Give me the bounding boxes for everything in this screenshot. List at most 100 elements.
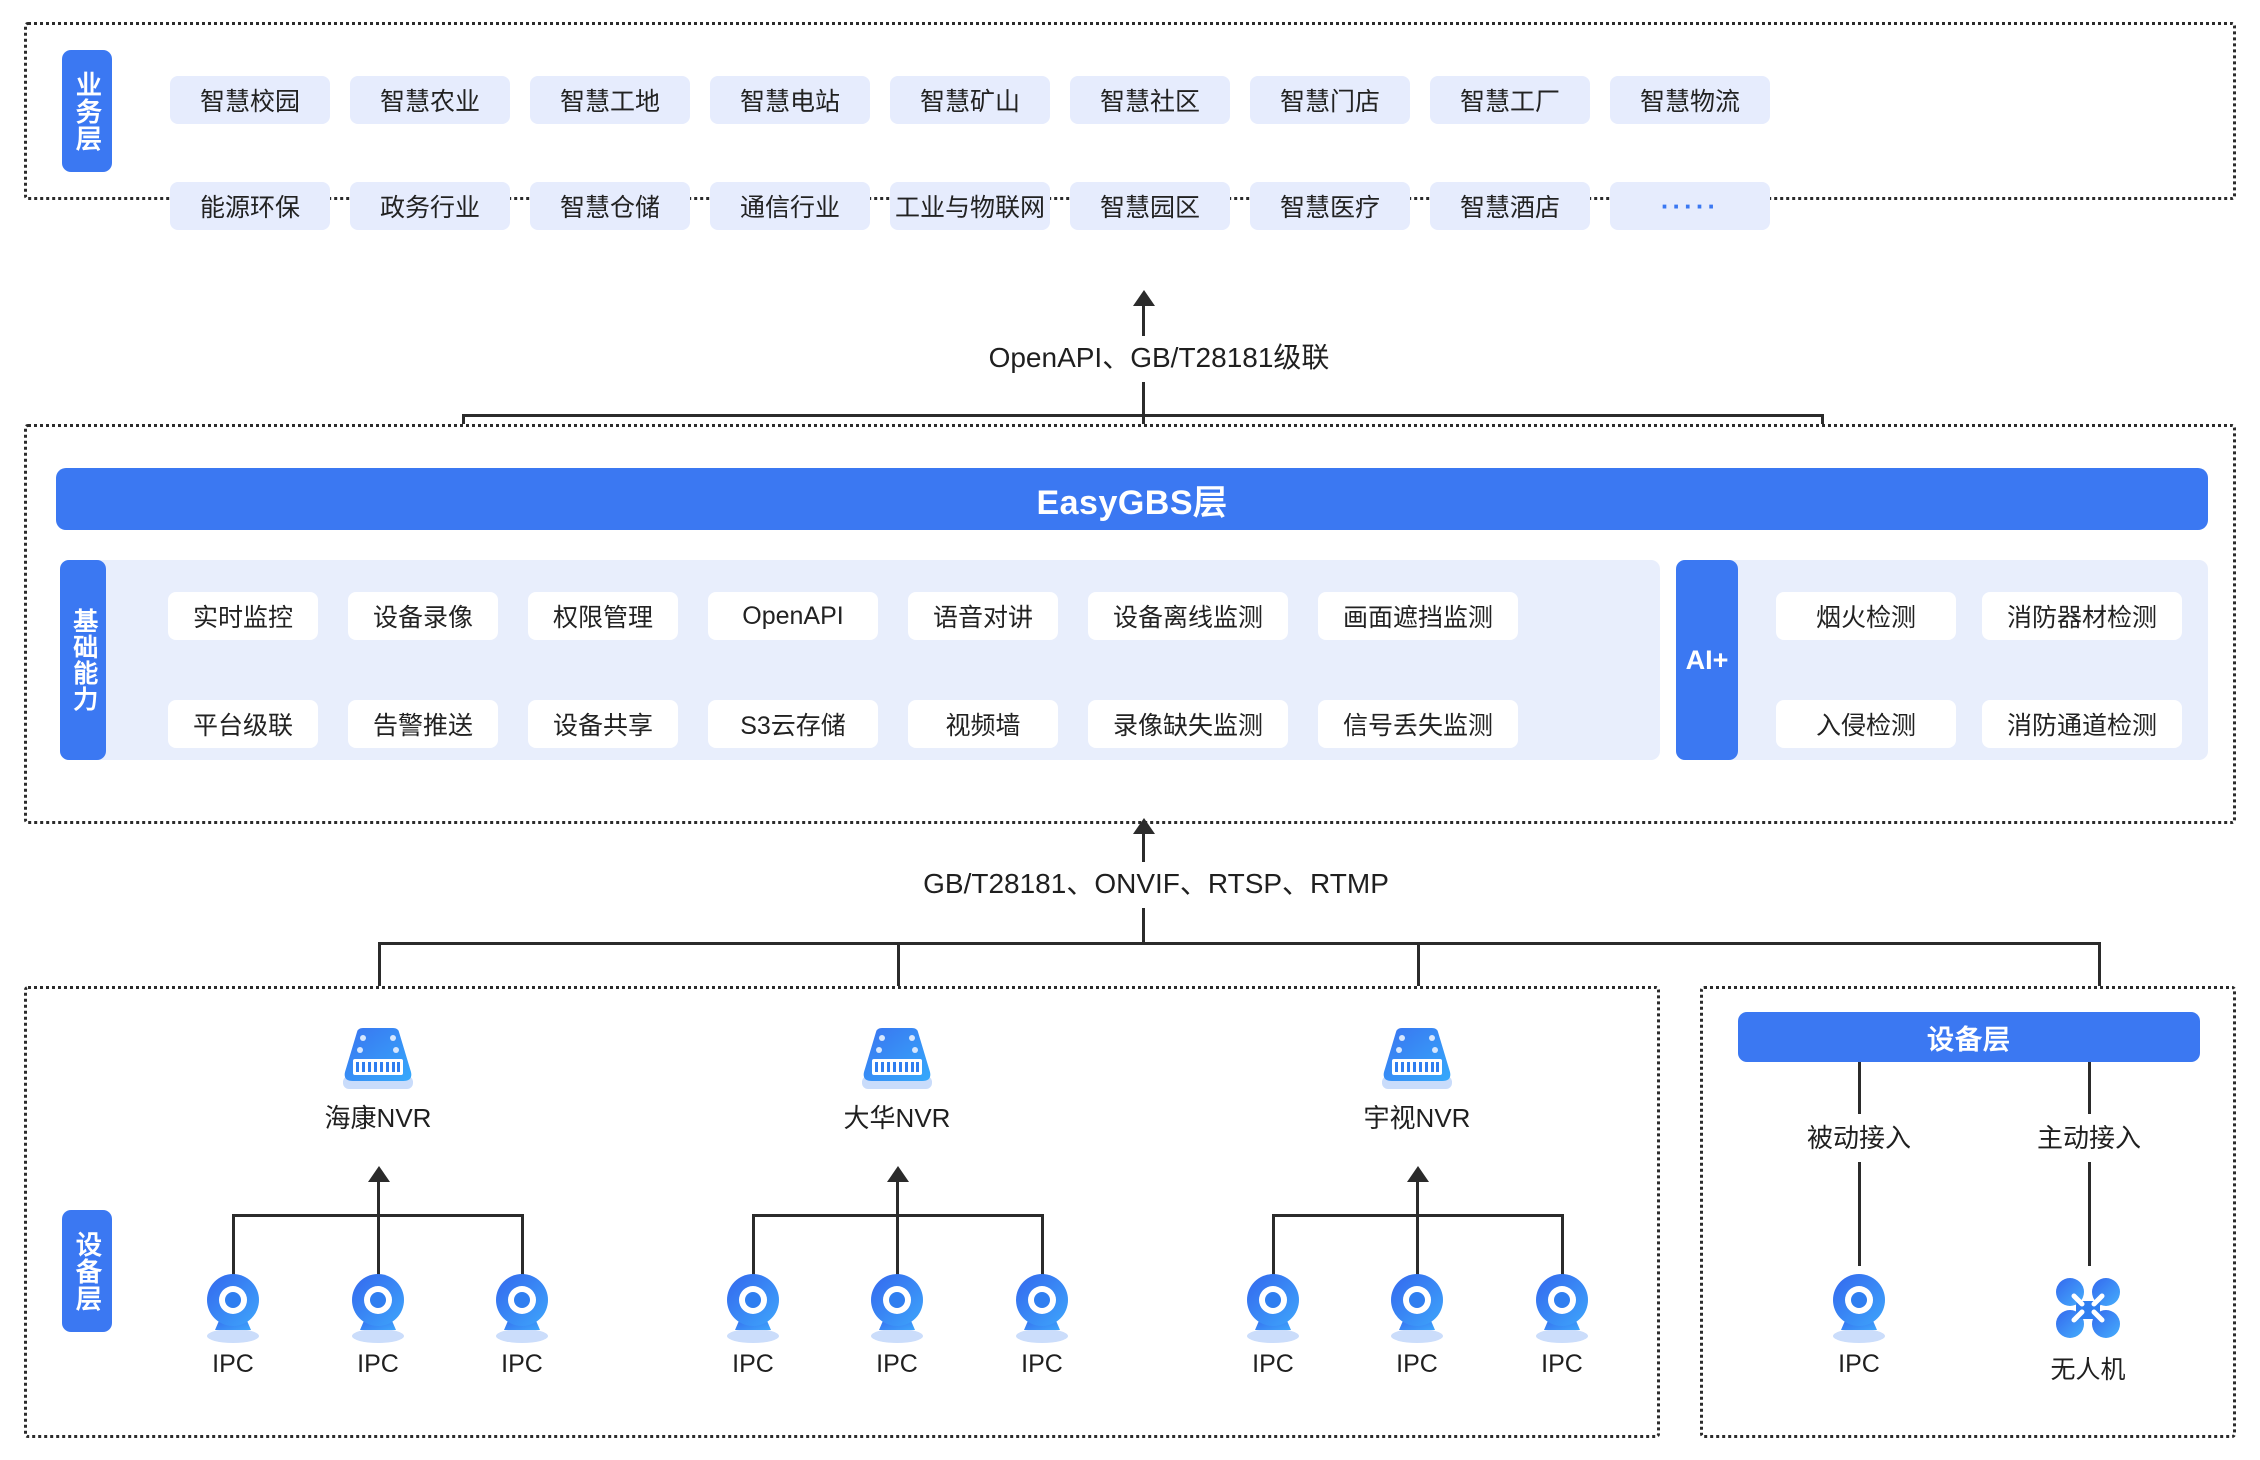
capability-chip[interactable]: 权限管理 bbox=[528, 592, 678, 640]
business-chip[interactable]: 智慧园区 bbox=[1070, 182, 1230, 230]
capability-chip[interactable]: 信号丢失监测 bbox=[1318, 700, 1518, 748]
drone-icon bbox=[2050, 1272, 2126, 1344]
nvr3-tree-stem bbox=[1416, 1182, 1419, 1216]
ipc-label: IPC bbox=[1541, 1350, 1583, 1378]
ai-capability-chip[interactable]: 烟火检测 bbox=[1776, 592, 1956, 640]
ipc-camera-icon bbox=[343, 1272, 413, 1344]
active-access-label: 主动接入 bbox=[2036, 1123, 2141, 1153]
nvr2-tree-stem bbox=[896, 1182, 899, 1216]
nvr-node[interactable]: 宇视NVR bbox=[1347, 1026, 1487, 1135]
nvr1-leg-2 bbox=[377, 1214, 380, 1276]
capability-chip[interactable]: OpenAPI bbox=[708, 592, 878, 640]
business-chip[interactable]: 政务行业 bbox=[350, 182, 510, 230]
ipc-node[interactable]: IPC bbox=[862, 1272, 932, 1379]
business-chip[interactable]: 智慧医疗 bbox=[1250, 182, 1410, 230]
ipc-node[interactable]: IPC bbox=[487, 1272, 557, 1379]
ipc-camera-icon bbox=[1007, 1272, 1077, 1344]
ipc-camera-icon bbox=[487, 1272, 557, 1344]
nvr-icon bbox=[335, 1026, 421, 1092]
nvr2-arrow bbox=[887, 1166, 909, 1182]
business-chip[interactable]: 智慧电站 bbox=[710, 76, 870, 124]
ipc-node[interactable]: IPC bbox=[1238, 1272, 1308, 1379]
ipc-node[interactable]: IPC bbox=[718, 1272, 788, 1379]
drone-node[interactable]: 无人机 bbox=[2048, 1272, 2128, 1386]
capability-chip[interactable]: 实时监控 bbox=[168, 592, 318, 640]
nvr-node[interactable]: 海康NVR bbox=[308, 1026, 448, 1135]
bottom-connector-stem-lower bbox=[1142, 908, 1145, 944]
ipc-camera-icon bbox=[1824, 1272, 1894, 1344]
ipc-node[interactable]: IPC bbox=[1824, 1272, 1894, 1379]
ipc-node[interactable]: IPC bbox=[343, 1272, 413, 1379]
nvr1-tree-stem bbox=[377, 1182, 380, 1216]
ipc-label: IPC bbox=[732, 1350, 774, 1378]
ipc-camera-icon bbox=[198, 1272, 268, 1344]
bus-drop-nvr1 bbox=[378, 942, 381, 1026]
ipc-camera-icon bbox=[862, 1272, 932, 1344]
bottom-connector-bus bbox=[378, 942, 2100, 945]
business-chip[interactable]: 通信行业 bbox=[710, 182, 870, 230]
capability-chip[interactable]: 设备共享 bbox=[528, 700, 678, 748]
business-chip[interactable]: 智慧农业 bbox=[350, 76, 510, 124]
device-layer-right-header: 设备层 bbox=[1738, 1012, 2200, 1062]
nvr1-leg-3 bbox=[521, 1214, 524, 1276]
top-connector-stem-upper bbox=[1142, 306, 1145, 350]
right-branch-stem-active bbox=[2088, 1062, 2091, 1114]
business-chip[interactable]: 能源环保 bbox=[170, 182, 330, 230]
nvr2-leg-2 bbox=[896, 1214, 899, 1276]
nvr-icon bbox=[1374, 1026, 1460, 1092]
nvr-label: 宇视NVR bbox=[1363, 1103, 1471, 1133]
capability-chip[interactable]: 告警推送 bbox=[348, 700, 498, 748]
base-capability-side-label: 基础能力 bbox=[60, 560, 106, 760]
ipc-camera-icon bbox=[718, 1272, 788, 1344]
easygbs-title-bar: EasyGBS层 bbox=[56, 468, 2208, 530]
bottom-connector-stem-upper bbox=[1142, 834, 1145, 876]
nvr2-leg-1 bbox=[752, 1214, 755, 1276]
business-chip[interactable]: 智慧酒店 bbox=[1430, 182, 1590, 230]
capability-chip[interactable]: 录像缺失监测 bbox=[1088, 700, 1288, 748]
passive-access-label: 被动接入 bbox=[1806, 1123, 1911, 1153]
ipc-node[interactable]: IPC bbox=[1527, 1272, 1597, 1379]
business-chip[interactable]: 智慧矿山 bbox=[890, 76, 1050, 124]
ai-capability-chip[interactable]: 入侵检测 bbox=[1776, 700, 1956, 748]
right-branch-stem-active-lower bbox=[2088, 1162, 2091, 1266]
capability-chip[interactable]: 设备离线监测 bbox=[1088, 592, 1288, 640]
business-chip[interactable]: 智慧物流 bbox=[1610, 76, 1770, 124]
nvr-label: 海康NVR bbox=[324, 1103, 432, 1133]
ai-capability-chip[interactable]: 消防器材检测 bbox=[1982, 592, 2182, 640]
capability-chip[interactable]: 视频墙 bbox=[908, 700, 1058, 748]
capability-chip[interactable]: 设备录像 bbox=[348, 592, 498, 640]
device-layer-left-side-label: 设备层 bbox=[62, 1210, 112, 1332]
business-chip[interactable]: 智慧工厂 bbox=[1430, 76, 1590, 124]
right-branch-stem-passive-lower bbox=[1858, 1162, 1861, 1266]
ipc-label: IPC bbox=[1021, 1350, 1063, 1378]
ipc-node[interactable]: IPC bbox=[1007, 1272, 1077, 1379]
business-chip[interactable]: 智慧门店 bbox=[1250, 76, 1410, 124]
drone-label: 无人机 bbox=[2050, 1356, 2126, 1384]
nvr3-leg-2 bbox=[1416, 1214, 1419, 1276]
ipc-label: IPC bbox=[212, 1350, 254, 1378]
business-chip[interactable]: 智慧社区 bbox=[1070, 76, 1230, 124]
business-chip[interactable]: 智慧工地 bbox=[530, 76, 690, 124]
ipc-label: IPC bbox=[1252, 1350, 1294, 1378]
top-connector-label: OpenAPI、GB/T28181级联 bbox=[900, 336, 1418, 376]
ipc-label: IPC bbox=[876, 1350, 918, 1378]
ipc-node[interactable]: IPC bbox=[198, 1272, 268, 1379]
nvr3-leg-3 bbox=[1561, 1214, 1564, 1276]
nvr1-arrow bbox=[368, 1166, 390, 1182]
nvr3-arrow bbox=[1407, 1166, 1429, 1182]
ipc-node[interactable]: IPC bbox=[1382, 1272, 1452, 1379]
business-chip[interactable]: 智慧仓储 bbox=[530, 182, 690, 230]
capability-chip[interactable]: 画面遮挡监测 bbox=[1318, 592, 1518, 640]
capability-chip[interactable]: S3云存储 bbox=[708, 700, 878, 748]
right-branch-stem-passive bbox=[1858, 1062, 1861, 1114]
business-chip[interactable]: 智慧校园 bbox=[170, 76, 330, 124]
nvr-icon bbox=[854, 1026, 940, 1092]
ai-capability-chip[interactable]: 消防通道检测 bbox=[1982, 700, 2182, 748]
nvr-node[interactable]: 大华NVR bbox=[827, 1026, 967, 1135]
capability-chip[interactable]: 平台级联 bbox=[168, 700, 318, 748]
capability-chip[interactable]: 语音对讲 bbox=[908, 592, 1058, 640]
nvr-label: 大华NVR bbox=[843, 1103, 951, 1133]
nvr1-leg-1 bbox=[232, 1214, 235, 1276]
business-chip[interactable]: 工业与物联网 bbox=[890, 182, 1050, 230]
